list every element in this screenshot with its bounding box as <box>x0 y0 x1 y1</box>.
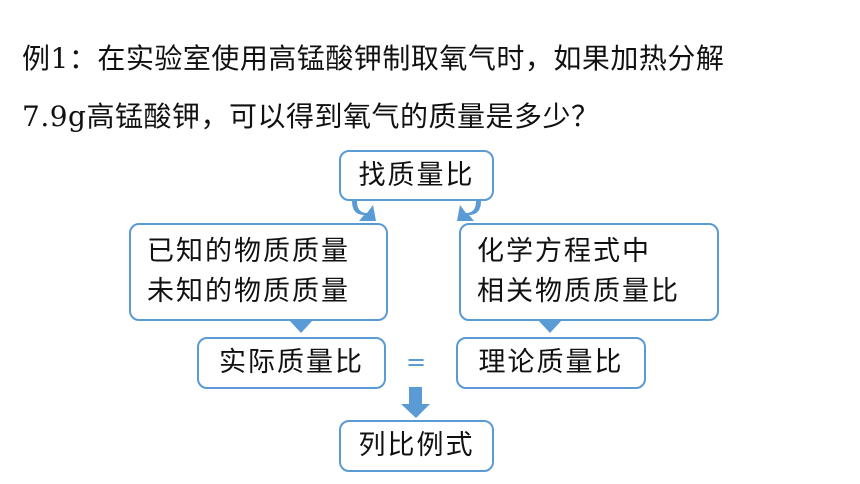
equation-substances-box: 化学方程式中 相关物质质量比 <box>459 223 719 321</box>
equation-label-line-2: 相关物质质量比 <box>477 276 680 307</box>
arrow-to-proportion-shaft <box>409 387 422 405</box>
question-line-1: 例1：在实验室使用高锰酸钾制取氧气时，如果加热分解 <box>22 42 725 75</box>
arrow-find-to-known <box>352 201 376 221</box>
equation-label-line-1: 化学方程式中 <box>477 236 651 267</box>
arrow-find-to-equation <box>457 201 481 221</box>
arrow-equation-to-theory <box>538 320 562 333</box>
unknown-mass-label: 未知的物质质量 <box>147 276 350 307</box>
theoretical-ratio-box: 理论质量比 <box>456 337 646 389</box>
find-ratio-box: 找质量比 <box>339 150 494 201</box>
theoretical-ratio-label: 理论质量比 <box>478 347 624 378</box>
equals-sign: = <box>405 348 427 376</box>
actual-ratio-label: 实际质量比 <box>219 347 364 378</box>
known-unknown-box: 已知的物质质量 未知的物质质量 <box>129 223 388 321</box>
known-mass-label: 已知的物质质量 <box>147 236 350 267</box>
question-line-2: 7.9g高锰酸钾，可以得到氧气的质量是多少？ <box>22 100 600 133</box>
proportion-label: 列比例式 <box>358 430 475 461</box>
proportion-box: 列比例式 <box>339 420 494 472</box>
actual-ratio-box: 实际质量比 <box>197 337 386 389</box>
find-ratio-label: 找质量比 <box>358 159 475 191</box>
arrow-known-to-actual <box>289 320 313 333</box>
arrow-to-proportion-head <box>401 404 430 418</box>
